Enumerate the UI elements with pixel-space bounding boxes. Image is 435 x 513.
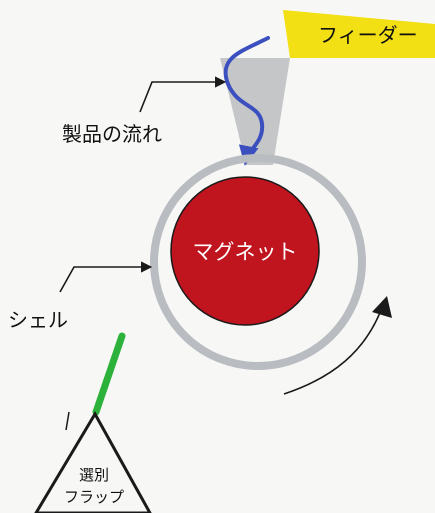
product-flow-leader <box>139 76 227 113</box>
feeder-shape <box>283 10 435 58</box>
shell-ring <box>150 154 366 370</box>
flap-tick <box>65 411 70 431</box>
flap-label-line1: 選別 <box>79 466 109 484</box>
product-flow-label: 製品の流れ <box>62 122 162 146</box>
magnet-disc <box>170 176 320 326</box>
flap-body <box>34 410 152 513</box>
shell-leader <box>59 261 153 293</box>
shell-label: シェル <box>8 308 68 332</box>
flap-label-line2: フラップ <box>64 488 124 506</box>
rotation-arrow-head <box>372 296 392 318</box>
flap-rod <box>92 332 126 416</box>
product-flow-line <box>223 36 270 166</box>
magnet-label: マグネット <box>193 240 298 264</box>
feeder-label: フィーダー <box>318 23 418 47</box>
rotation-arrow <box>283 304 384 395</box>
